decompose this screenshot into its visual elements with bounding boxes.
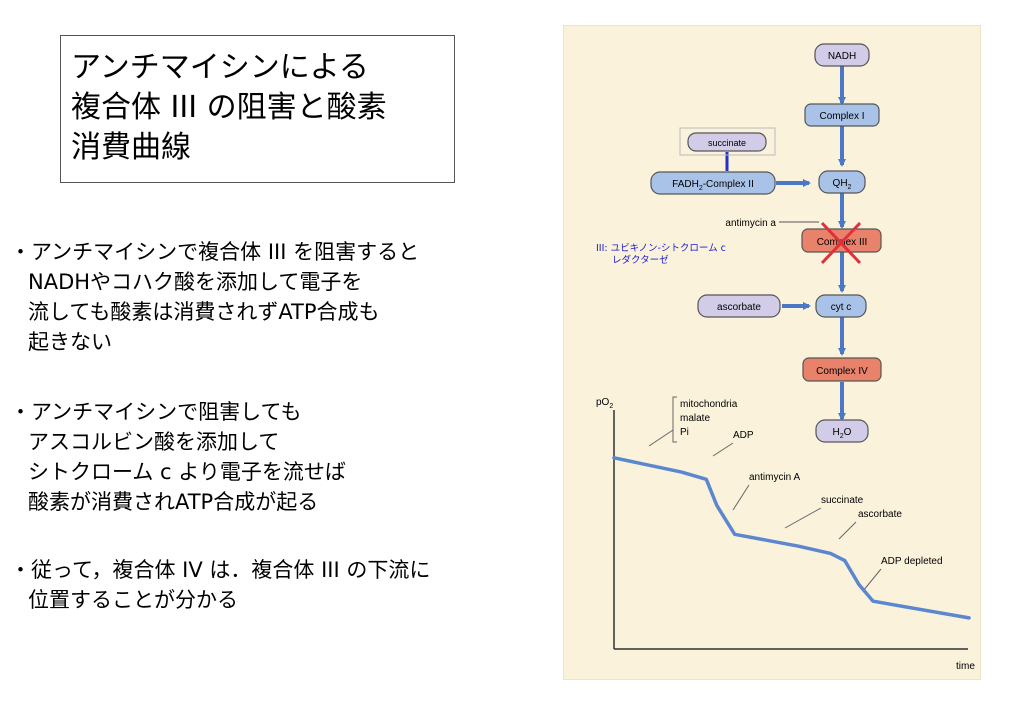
- node-nadh: NADH: [814, 43, 870, 67]
- annotation-line-2: レダクターゼ: [612, 255, 669, 266]
- figure-panel: NADH Complex I succinate FADH2-Complex I…: [563, 25, 981, 680]
- annotation-line-1: III: ユビキノン-シトクローム c: [596, 243, 726, 254]
- bullet-1: ・アンチマイシンで複合体 III を阻害すると NADHやコハク酸を添加して電子…: [10, 237, 419, 357]
- bullet-1-line-2: NADHやコハク酸を添加して電子を: [28, 270, 363, 294]
- annot-antimycin-label: antimycin A: [749, 472, 800, 483]
- additions-pointer: [648, 429, 674, 447]
- bullet-2-line-2: アスコルビン酸を添加して: [28, 430, 280, 454]
- node-h2o: H2O: [815, 419, 869, 443]
- title-line-3: 消費曲線: [71, 130, 191, 165]
- node-complex4: Complex IV: [802, 357, 882, 382]
- annot-succinate-label: succinate: [821, 495, 864, 506]
- node-ascorbate-label: ascorbate: [717, 302, 761, 313]
- chart-xlabel: time: [956, 661, 975, 672]
- annot-ascorbate-pointer: [838, 521, 857, 540]
- node-succinate: succinate: [679, 127, 776, 156]
- title-box: アンチマイシンによる 複合体 III の阻害と酸素 消費曲線: [60, 35, 455, 183]
- bullet-1-line-3: 流しても酸素は消費されずATP合成も: [28, 300, 380, 324]
- bullet-2-line-3: シトクローム c より電子を流せば: [28, 460, 346, 484]
- node-ascorbate: ascorbate: [697, 294, 781, 318]
- node-cytc-label: cyt c: [831, 302, 852, 313]
- bullet-2-line-4: 酸素が消費されATP合成が起る: [28, 490, 319, 514]
- o2-curve-line: [612, 456, 971, 620]
- additions-label-1: mitochondria: [680, 399, 738, 410]
- oxygen-consumption-chart: pO2 time mitochondria malate Pi ADP antim…: [596, 396, 975, 672]
- bullet-2: ・アンチマイシンで阻害しても アスコルビン酸を添加して シトクローム c より電…: [10, 397, 346, 517]
- annot-adp-depleted-pointer: [862, 568, 882, 592]
- node-qh2-label: QH2: [833, 178, 852, 191]
- title-line-2: 複合体 III の阻害と酸素: [71, 90, 387, 125]
- bullet-3-line-2: 位置することが分かる: [28, 588, 238, 612]
- electron-transport-diagram: NADH Complex I succinate FADH2-Complex I…: [563, 25, 981, 680]
- title-line-1: アンチマイシンによる: [71, 50, 369, 85]
- annot-succinate-pointer: [784, 507, 822, 529]
- bullet-3: ・従って，複合体 IV は．複合体 III の下流に 位置することが分かる: [10, 555, 430, 615]
- bullet-1-line-4: 起きない: [28, 330, 112, 354]
- bullet-1-line-1: ・アンチマイシンで複合体 III を阻害すると: [10, 240, 420, 264]
- annot-antimycin-pointer: [732, 484, 750, 511]
- annot-adp-depleted-label: ADP depleted: [881, 556, 943, 567]
- inhibition-cross-icon: [820, 221, 862, 265]
- node-nadh-label: NADH: [828, 51, 856, 62]
- bullet-3-line-1: ・従って，複合体 IV は．複合体 III の下流に: [10, 558, 431, 582]
- node-qh2: QH2: [818, 170, 866, 194]
- node-fadh2-complex2: FADH2-Complex II: [650, 171, 776, 195]
- bullet-2-line-1: ・アンチマイシンで阻害しても: [10, 400, 302, 424]
- complex3-annotation: III: ユビキノン-シトクローム c レダクターゼ: [596, 243, 726, 267]
- additions-label-3: Pi: [680, 427, 689, 438]
- annot-ascorbate-label: ascorbate: [858, 509, 902, 520]
- additions-label-2: malate: [680, 413, 710, 424]
- additions-bracket: [672, 396, 677, 443]
- node-cytc: cyt c: [815, 294, 867, 318]
- antimycin-inhibitor-label: antimycin a: [725, 218, 776, 229]
- node-fadh2-label: FADH2-Complex II: [672, 179, 754, 192]
- node-succinate-label: succinate: [708, 138, 746, 148]
- node-h2o-label: H2O: [833, 427, 852, 440]
- node-complex1: Complex I: [804, 103, 880, 127]
- chart-ylabel: pO2: [596, 397, 613, 410]
- node-complex4-label: Complex IV: [816, 366, 868, 377]
- figure-background: [563, 25, 981, 680]
- node-complex1-label: Complex I: [819, 111, 864, 122]
- annot-adp-label: ADP: [733, 430, 754, 441]
- annot-adp-pointer: [712, 442, 734, 457]
